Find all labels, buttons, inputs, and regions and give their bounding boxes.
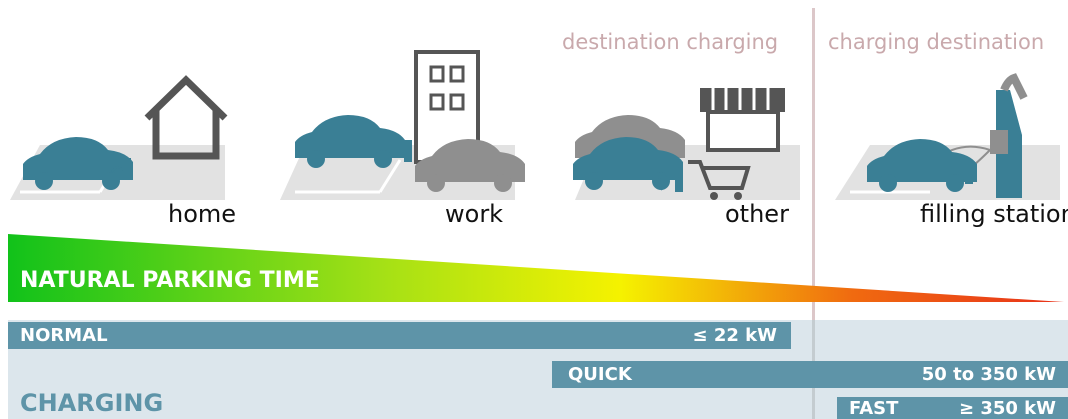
quick-charging-bar: QUICK 50 to 350 kW [552,361,1068,388]
location-label-other: other [725,200,789,228]
home-scene [10,75,228,200]
fast-charging-power: ≥ 350 kW [958,398,1056,419]
charger-icon [675,168,683,192]
header-charging-destination: charging destination [828,30,1045,54]
location-illustrations [10,50,1060,200]
charger-icon [404,140,412,162]
work-scene [280,50,525,200]
filling-station-scene [835,73,1060,200]
parking-time-label: NATURAL PARKING TIME [20,268,320,293]
location-label-home: home [168,200,237,228]
charging-station-icon [990,73,1028,198]
quick-charging-label: QUICK [568,364,632,385]
charger-icon [965,164,973,184]
header-destination-charging: destination charging [562,30,779,54]
normal-charging-label: NORMAL [20,325,108,346]
normal-charging-power: ≤ 22 kW [692,325,778,346]
divider-line [812,8,815,419]
normal-charging-bar: NORMAL ≤ 22 kW [8,322,791,349]
parking-time-wedge [8,234,1064,302]
fast-charging-label: FAST [849,398,899,419]
location-label-filling-station: filling station [920,200,1068,228]
other-scene [573,88,800,200]
location-label-work: work [445,200,504,228]
quick-charging-power: 50 to 350 kW [921,364,1056,385]
charging-label: CHARGING [20,389,164,417]
shop-icon [700,88,785,152]
shopping-cart-icon [688,160,751,200]
fast-charging-bar: FAST ≥ 350 kW [837,397,1068,419]
charger-icon [123,158,131,180]
house-icon [144,75,228,160]
